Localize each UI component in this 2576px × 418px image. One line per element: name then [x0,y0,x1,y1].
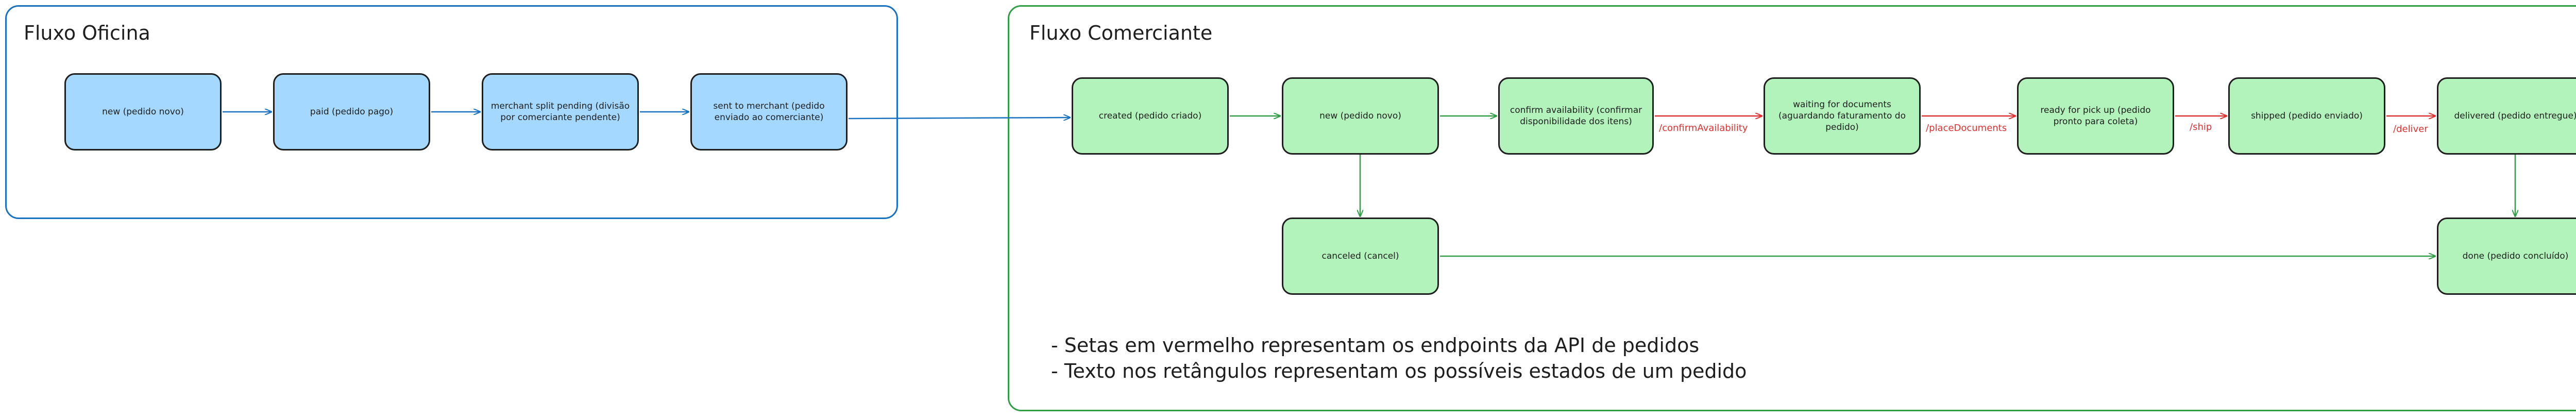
group-title-oficina: Fluxo Oficina [24,22,150,44]
group-fluxo-comerciante [1008,5,2576,411]
node-comerciante-shipped: shipped (pedido enviado) [2228,77,2385,155]
node-comerciante-confirm-availability: confirm availability (confirmar disponib… [1498,77,1654,155]
legend-note-rectangles: - Texto nos retângulos representam os po… [1051,360,1747,382]
group-title-comerciante: Fluxo Comerciante [1029,22,1213,44]
arrow-sent-to-created [848,118,1070,119]
node-comerciante-delivered: delivered (pedido entregue) [2437,77,2576,155]
node-comerciante-ready-for-pick-up: ready for pick up (pedido pronto para co… [2017,77,2174,155]
node-oficina-new: new (pedido novo) [64,73,222,151]
node-comerciante-new: new (pedido novo) [1282,77,1439,155]
node-comerciante-done: done (pedido concluído) [2437,218,2576,295]
edge-label-ship: /ship [2190,122,2212,132]
node-oficina-merchant-split-pending: merchant split pending (divisão por come… [482,73,639,151]
node-comerciante-canceled: canceled (cancel) [1282,218,1439,295]
legend-note-red-arrows: - Setas em vermelho representam os endpo… [1051,334,1700,357]
node-oficina-paid: paid (pedido pago) [273,73,430,151]
edge-label-confirm-availability: /confirmAvailability [1659,123,1748,133]
edge-label-deliver: /deliver [2393,124,2428,135]
node-comerciante-waiting-for-documents: waiting for documents (aguardando fatura… [1764,77,1921,155]
group-fluxo-oficina [5,5,898,219]
node-comerciante-created: created (pedido criado) [1072,77,1229,155]
edge-label-place-documents: /placeDocuments [1926,123,2007,133]
node-oficina-sent-to-merchant: sent to merchant (pedido enviado ao come… [690,73,848,151]
